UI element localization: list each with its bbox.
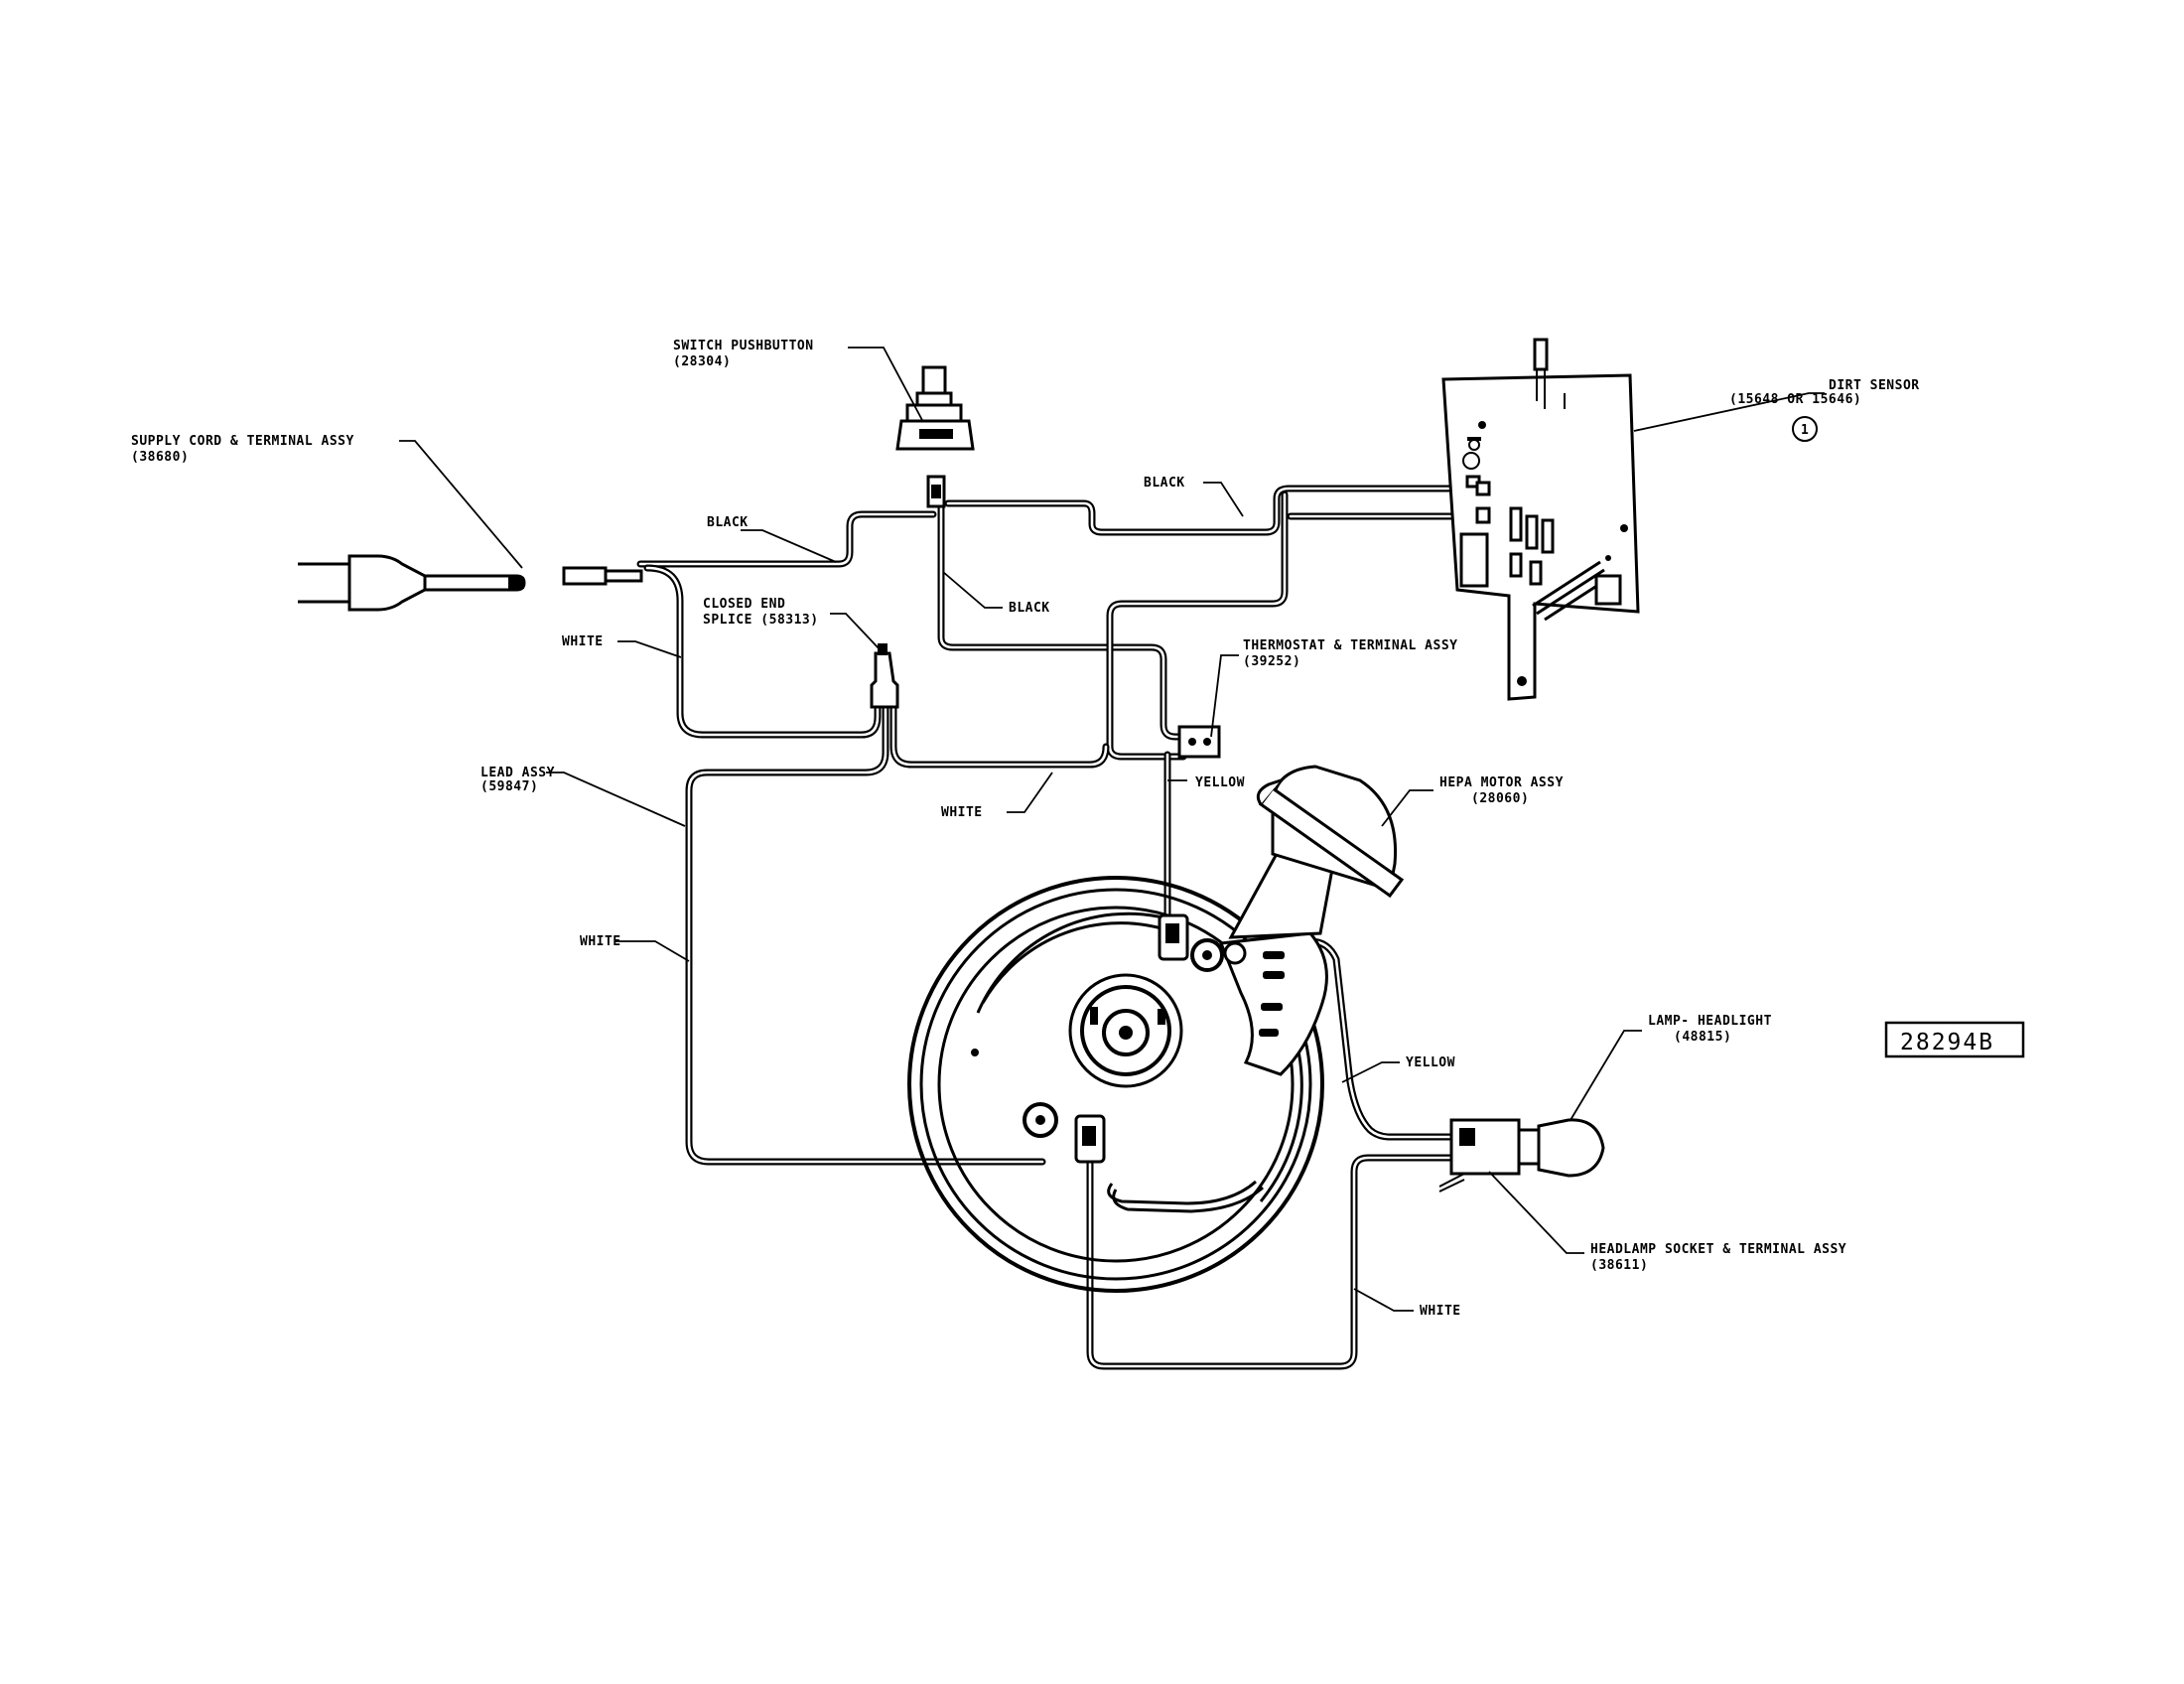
label-yellow-lamp: YELLOW — [1406, 1055, 1455, 1070]
closed-end-splice-icon — [870, 643, 899, 709]
thermostat-icon — [1177, 725, 1221, 759]
label-white-lamp: WHITE — [1420, 1304, 1461, 1319]
label-white-splice: WHITE — [941, 805, 983, 820]
callout-lead-assy-line2: (59847) — [480, 779, 538, 794]
callout-dirt-sensor-line2: (15648 OR 15646) — [1729, 392, 1861, 407]
supply-cord-plug-icon — [298, 554, 643, 612]
label-yellow-thermostat: YELLOW — [1195, 775, 1245, 790]
callout-headlamp-socket-line1: HEADLAMP SOCKET & TERMINAL ASSY — [1590, 1242, 1846, 1257]
callout-hepa-motor-line2: (28060) — [1471, 791, 1529, 806]
note-mark-text: 1 — [1801, 423, 1809, 438]
label-black-cord: BLACK — [707, 515, 749, 530]
callout-hepa-motor-line1: HEPA MOTOR ASSY — [1439, 775, 1564, 790]
wire-white-lead — [685, 703, 1046, 1166]
callout-thermostat-line2: (39252) — [1243, 654, 1300, 669]
callout-splice-line2: SPLICE (58313) — [703, 613, 819, 628]
wire-white-cord — [643, 564, 882, 739]
wire-black-switch — [937, 488, 1187, 741]
callout-dirt-sensor-line1: DIRT SENSOR — [1829, 378, 1920, 393]
label-black-switch: BLACK — [1009, 601, 1050, 616]
wires — [636, 485, 1483, 1370]
callout-splice-line1: CLOSED END — [703, 597, 785, 612]
part-number: 28294B — [1900, 1030, 1994, 1055]
part-number-box: 28294B — [1884, 1021, 2025, 1058]
wire-black-cord — [636, 510, 937, 568]
label-black-sensor: BLACK — [1144, 476, 1185, 491]
wire-white-splice — [889, 703, 1110, 769]
callout-headlamp-socket-line2: (38611) — [1590, 1258, 1648, 1273]
wire-yellow-thermostat — [1163, 751, 1181, 939]
hepa-motor-icon — [907, 765, 1405, 1293]
wire-black-sensor-1 — [944, 485, 1483, 536]
callout-supply-cord-line1: SUPPLY CORD & TERMINAL ASSY — [131, 434, 354, 449]
switch-pushbutton-icon — [895, 365, 975, 508]
callout-switch-line2: (28304) — [673, 354, 731, 369]
label-white-cord: WHITE — [562, 634, 604, 649]
wire-color-labels: BLACK BLACK BLACK WHITE WHITE YELLOW WHI… — [562, 476, 1461, 1319]
dirt-sensor-board-icon — [1441, 338, 1640, 701]
leader-lines — [399, 347, 1825, 1312]
callout-supply-cord-line2: (38680) — [131, 450, 189, 465]
headlamp-icon — [1438, 1118, 1605, 1193]
callout-lamp-line2: (48815) — [1674, 1030, 1731, 1045]
wire-yellow-lamp — [1306, 937, 1455, 1141]
callout-switch-line1: SWITCH PUSHBUTTON — [673, 339, 814, 353]
label-white-lead: WHITE — [580, 934, 621, 949]
callout-lamp-line1: LAMP- HEADLIGHT — [1648, 1014, 1772, 1029]
wire-white-lamp — [1086, 1138, 1455, 1370]
callout-labels: SWITCH PUSHBUTTON (28304) SUPPLY CORD & … — [131, 339, 1920, 1273]
note-mark: 1 — [1792, 416, 1818, 442]
callout-thermostat-line1: THERMOSTAT & TERMINAL ASSY — [1243, 638, 1458, 653]
callout-lead-assy-line1: LEAD ASSY — [480, 766, 555, 780]
